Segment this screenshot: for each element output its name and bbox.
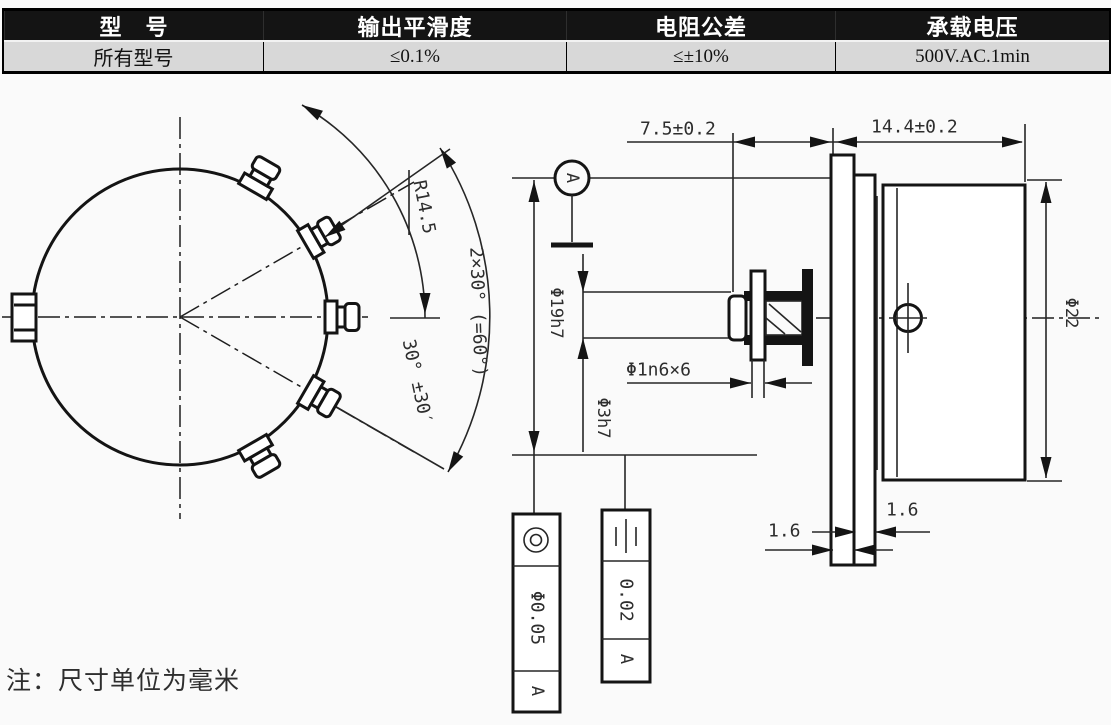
dim-shaft-diameter: Φ3h7 (577, 254, 731, 452)
extension-minus30deg (318, 396, 445, 470)
pin-cap (727, 294, 748, 342)
spec-table-value-row: 所有型号 ≤0.1% ≤±10% 500V.AC.1min (4, 40, 1109, 71)
symmetry-tolerance: 0.02 (616, 578, 637, 621)
pin-to-flange-label: 7.5±0.2 (640, 119, 716, 140)
header-resistance-tolerance: 电阻公差 (566, 11, 835, 40)
header-output-smoothness: 输出平滑度 (263, 11, 566, 40)
datum-a: A (512, 159, 831, 248)
terminal-pin-30deg (296, 212, 345, 260)
radius-leader (324, 148, 451, 238)
gdt-frame-concentricity: Φ0.05 A (511, 452, 562, 714)
terminal-pin-180deg (10, 292, 38, 343)
dim-lengths: 7.5±0.2 14.4±0.2 (627, 117, 1026, 292)
hub-plate (802, 269, 813, 366)
terminal-pin-60deg (237, 152, 285, 201)
dim-pilot-diameter: Φ19h7 (528, 180, 566, 452)
angle-tolerance-label: 30° ±30′ (398, 337, 437, 426)
spec-table-header-row: 型 号 输出平滑度 电阻公差 承载电压 (4, 11, 1109, 40)
header-model: 型 号 (4, 11, 263, 40)
value-model: 所有型号 (93, 48, 174, 70)
pin-shaft (749, 269, 767, 362)
dim-body-diameter: Φ22 (1027, 179, 1081, 482)
mount-flange-plate (829, 153, 856, 567)
angle-label: 2×30° (=60°) (465, 247, 491, 378)
plate-thickness-right-label: 1.6 (886, 500, 919, 521)
header-withstand-voltage: 承载电压 (835, 11, 1109, 40)
concentricity-icon (523, 527, 549, 553)
angle-dim-arc-inner (301, 104, 426, 319)
shaft-diameter-label: Φ3h7 (593, 398, 613, 439)
dim-plate-thickness-right: 1.6 (812, 500, 930, 538)
value-resistance-tolerance: ≤±10% (566, 42, 835, 71)
gdt-frame-symmetry: 0.02 A (600, 455, 652, 684)
hatched-section (765, 300, 803, 336)
value-withstand-voltage: 500V.AC.1min (835, 42, 1109, 71)
concentricity-tolerance: Φ0.05 (527, 591, 548, 645)
plate-thickness-left-label: 1.6 (768, 521, 801, 542)
pilot-diameter-label: Φ19h7 (546, 287, 566, 338)
radius-label: R14.5 (409, 178, 440, 235)
locking-screw (889, 283, 927, 353)
side-view: A Φ19h7 Φ3h7 (511, 117, 1100, 714)
symmetry-datum: A (616, 654, 636, 664)
centerline-30deg (179, 181, 415, 318)
terminal-pin-section (727, 269, 813, 366)
dim-pin-size: Φ1n6×6 (626, 360, 812, 398)
housing (829, 153, 1027, 567)
terminal-pin-0deg (323, 299, 361, 335)
value-output-smoothness: ≤0.1% (263, 42, 566, 71)
terminal-pin-minus60deg (237, 433, 285, 482)
spacer-plate (852, 173, 877, 567)
units-note: 注：尺寸单位为毫米 (6, 667, 241, 695)
symmetry-icon (615, 519, 637, 553)
terminal-pin-minus30deg (296, 374, 345, 422)
spec-table: 型 号 输出平滑度 电阻公差 承载电压 所有型号 ≤0.1% ≤±10% 500… (2, 8, 1111, 74)
body-diameter-label: Φ22 (1061, 298, 1081, 329)
pin-size-label: Φ1n6×6 (626, 360, 691, 381)
angle-dim-arc-outer (439, 147, 491, 473)
front-view: R14.5 2×30° (=60°) 30° ±30′ (2, 100, 491, 519)
dim-plate-thickness-left: 1.6 (765, 521, 893, 556)
body-length-label: 14.4±0.2 (871, 117, 958, 138)
datum-a-label: A (562, 173, 582, 183)
concentricity-datum: A (527, 686, 547, 696)
